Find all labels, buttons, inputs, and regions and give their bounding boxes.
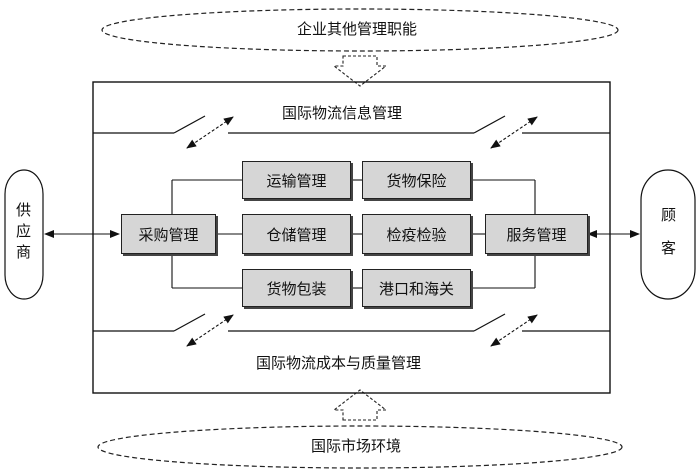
- packaging-box: 货物包装: [242, 269, 351, 307]
- cost-flow-arrow-left: [186, 314, 234, 347]
- info-flow-arrow-right: [490, 116, 538, 149]
- warehouse-box: 仓储管理: [242, 214, 351, 254]
- bottom-ellipse-shape: [97, 425, 623, 469]
- info-flow-arrow-left: [186, 116, 234, 149]
- bottom-ellipse-label: 国际市场环境: [311, 437, 402, 455]
- supplier-label: 供 应 商: [16, 203, 31, 260]
- supplier-oval: [4, 169, 44, 300]
- customer-label: 顾 客: [661, 208, 676, 256]
- lower-divider: [93, 313, 610, 332]
- info-management-label: 国际物流信息管理: [282, 104, 403, 122]
- cost-flow-arrow-right: [490, 314, 538, 347]
- transport-box: 运输管理: [242, 161, 351, 199]
- customer-char-1: 顾: [661, 206, 677, 224]
- procurement-box: 采购管理: [121, 214, 216, 254]
- customer-char-2: 客: [661, 239, 677, 257]
- top-ellipse-shape: [101, 8, 619, 52]
- inspection-box: 检疫检验: [362, 214, 471, 254]
- cost-quality-management-label: 国际物流成本与质量管理: [256, 354, 422, 372]
- customs-box: 港口和海关: [362, 269, 471, 307]
- supplier-char-2: 应: [16, 222, 32, 240]
- bottom-block-arrow: [332, 389, 388, 421]
- supplier-char-3: 商: [16, 243, 32, 261]
- top-block-arrow: [332, 55, 388, 87]
- connector-lines: [171, 179, 536, 289]
- service-box: 服务管理: [485, 214, 588, 254]
- insurance-box: 货物保险: [362, 161, 471, 199]
- supplier-char-1: 供: [16, 201, 32, 219]
- top-ellipse-label: 企业其他管理职能: [297, 20, 418, 38]
- customer-oval: [640, 169, 696, 300]
